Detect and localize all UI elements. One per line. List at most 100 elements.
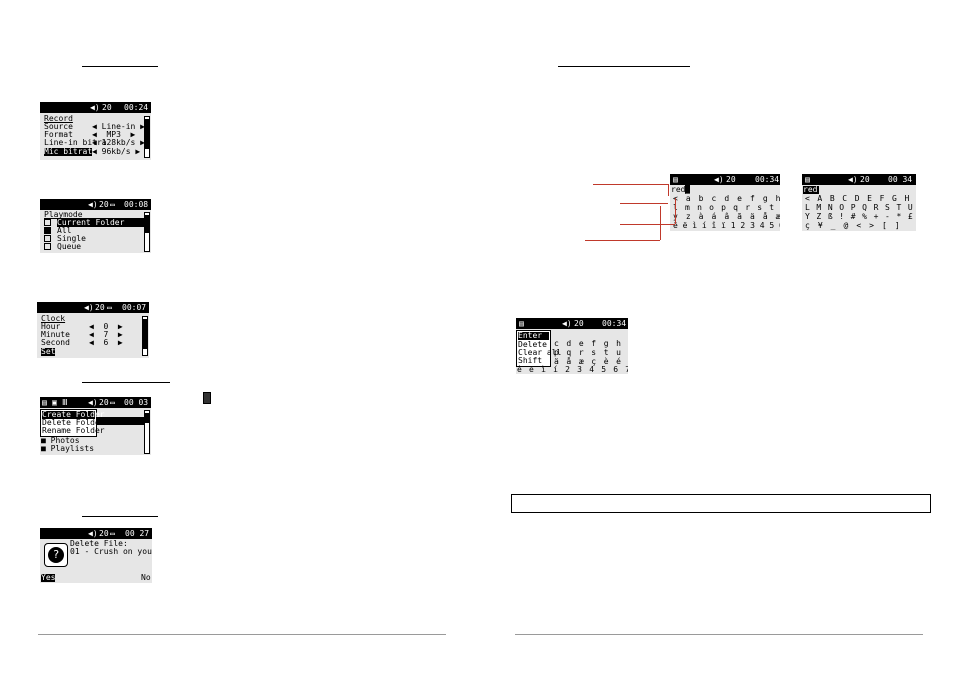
keyboard-row-1[interactable]: c d e f g h i j k (554, 339, 623, 348)
heading-underline-3 (82, 516, 158, 517)
volume-icon: ◀) (88, 398, 98, 407)
scrollbar[interactable] (144, 116, 150, 158)
volume-level: 20 (99, 200, 109, 209)
folder-menu-screen: ▤ ▣ Ⅲ ◀) 20 ▭ 00 03 Create Folder Delete… (40, 397, 151, 455)
set-button[interactable]: Set (41, 347, 56, 356)
delete-confirm-screen: ◀) 20 ▭ 00 27 ? Delete File: 01 - Crush … (40, 528, 152, 583)
volume-icon: ◀) (848, 175, 858, 184)
keyboard-row-2[interactable]: L M N O P Q R S T U V W X (805, 203, 914, 212)
status-bar: ◀) 20 00:24 (40, 102, 151, 113)
checkbox-checked[interactable] (44, 227, 51, 234)
delete-title: Delete File: (70, 539, 128, 548)
clock-screen: ◀) 20 ▭ 00:07 Clock Hour ◀ 0 ▶ Minute ◀ … (37, 302, 149, 358)
checkbox[interactable] (44, 235, 51, 242)
delete-item[interactable]: Delete (518, 340, 547, 349)
status-bar: ▤ ▣ Ⅲ ◀) 20 ▭ 00 03 (40, 397, 151, 408)
option-queue[interactable]: Queue (44, 243, 81, 251)
hour-row[interactable]: Hour (41, 322, 61, 331)
keyboard-row-4[interactable]: ê ë ì í î ï 1 2 3 4 5 6 7 8 9 (673, 221, 780, 230)
scrollbar[interactable] (144, 212, 150, 252)
keyboard-row-3[interactable]: y z à á â ã ä å æ ç è é (673, 212, 780, 221)
callout-connector (668, 184, 669, 196)
text-input[interactable]: red_ (671, 185, 691, 194)
line-in-bitrate-row[interactable]: Line-in bitra (44, 138, 107, 147)
callout-connector (660, 206, 661, 240)
keyboard-lowercase-screen: ▤ ◀) 20 00:34 red_ < a b c d e f g h i j… (670, 174, 780, 231)
menu-title: Record (44, 114, 73, 123)
record-settings-screen: ◀) 20 00:24 Record Source ◀ Line-in ▶ Fo… (40, 102, 151, 160)
status-bar: ▤ ◀) 20 00:34 (670, 174, 780, 185)
volume-icon: ◀) (562, 319, 572, 328)
photos-item[interactable]: ■ Photos (41, 436, 80, 445)
folder-icon: ■ (41, 444, 46, 453)
hour-value[interactable]: ◀ 0 ▶ (89, 322, 123, 331)
battery-icon: ▭ (110, 398, 115, 407)
status-bar: ▤ ◀) 20 00:34 (516, 318, 628, 329)
heading-underline-right (558, 66, 690, 67)
second-row[interactable]: Second (41, 338, 70, 347)
yes-button[interactable]: Yes (41, 573, 56, 582)
volume-level: 20 (860, 175, 870, 184)
keyboard-row-2[interactable]: p q r s t u v w x (554, 348, 623, 357)
mic-bitrate-row[interactable]: Mic bitrate (44, 147, 97, 156)
minute-value[interactable]: ◀ 7 ▶ (89, 330, 123, 339)
option-single[interactable]: Single (44, 235, 86, 243)
rename-folder-item[interactable]: Rename Folder (42, 426, 105, 435)
checkbox[interactable] (44, 243, 51, 250)
minute-row[interactable]: Minute (41, 330, 70, 339)
second-value[interactable]: ◀ 6 ▶ (89, 338, 123, 347)
clear-all-item[interactable]: Clear all (518, 348, 562, 357)
shift-item[interactable]: Shift (518, 356, 543, 365)
volume-level: 20 (102, 103, 112, 112)
keyboard-row-1[interactable]: < A B C D E F G H I J K (805, 194, 911, 203)
line-in-bitrate-value[interactable]: ◀ 128kb/s ▶ (92, 138, 145, 147)
file-icon: ▤ (519, 319, 524, 328)
delete-folder-item[interactable]: Delete Folder (42, 418, 105, 427)
create-folder-item[interactable]: Create Folder (42, 410, 105, 419)
callout-line-2 (620, 203, 668, 204)
option-all[interactable]: All (44, 227, 71, 235)
keyboard-row-1[interactable]: < a b c d e f g h i j k (673, 194, 780, 203)
clock-time: 00:34 (602, 319, 627, 328)
menu-title: Clock (41, 314, 66, 323)
keyboard-menu-screen: ▤ ◀) 20 00:34 Enter Delete Clear all Shi… (516, 318, 628, 374)
format-row[interactable]: Format (44, 130, 73, 139)
option-current-folder[interactable]: Current Folder (44, 218, 145, 227)
clock-time: 00 34 (888, 175, 913, 184)
delete-filename: 01 - Crush on you (70, 547, 152, 556)
scrollbar[interactable] (142, 316, 148, 356)
mic-bitrate-value[interactable]: ◀ 96kb/s ▶ (92, 147, 141, 156)
volume-icon: ◀) (88, 529, 98, 538)
keyboard-row-3[interactable]: ä å æ ç è é (554, 357, 623, 366)
heading-underline-2 (82, 382, 170, 383)
callout-connector (675, 198, 676, 224)
file-icon: ▤ (42, 398, 47, 407)
no-button[interactable]: No (141, 573, 151, 582)
status-bar: ▤ ◀) 20 00 34 (802, 174, 916, 185)
keyboard-row-4[interactable]: ç ¥ _ @ < > [ ] (805, 221, 902, 230)
file-icon: ▤ (805, 175, 810, 184)
enter-item[interactable]: Enter (518, 332, 549, 340)
volume-level: 20 (95, 303, 105, 312)
keyboard-row-2[interactable]: l m n o p q r s t u v w x (673, 203, 776, 212)
source-row[interactable]: Source (44, 122, 73, 131)
format-value[interactable]: ◀ MP3 ▶ (92, 130, 136, 139)
volume-icon: ◀) (84, 303, 94, 312)
keyboard-row-3[interactable]: Y Z ß ! # % + - * £ ' ^ & (805, 212, 914, 221)
clock-time: 00 27 (125, 529, 150, 538)
volume-level: 20 (574, 319, 584, 328)
source-value[interactable]: ◀ Line-in ▶ (92, 122, 145, 131)
battery-icon: ▭ (110, 200, 115, 209)
clock-time: 00:34 (755, 175, 780, 184)
checkbox[interactable] (44, 219, 51, 226)
keyboard-row-4[interactable]: ê ë ì í 2 3 4 5 6 7 8 9 (517, 365, 628, 374)
clock-time: 00:24 (124, 103, 149, 112)
footer-line-right (515, 634, 923, 635)
context-menu: Enter Delete Clear all Shift (516, 330, 561, 367)
file-browser-icon (203, 392, 211, 404)
playlists-item[interactable]: ■ Playlists (41, 444, 95, 453)
text-input[interactable]: red (803, 185, 820, 194)
footer-line-left (38, 634, 446, 635)
playmode-screen: ◀) 20 ▭ 00:08 Playmode Current Folder Al… (40, 199, 151, 253)
scrollbar[interactable] (144, 410, 150, 454)
